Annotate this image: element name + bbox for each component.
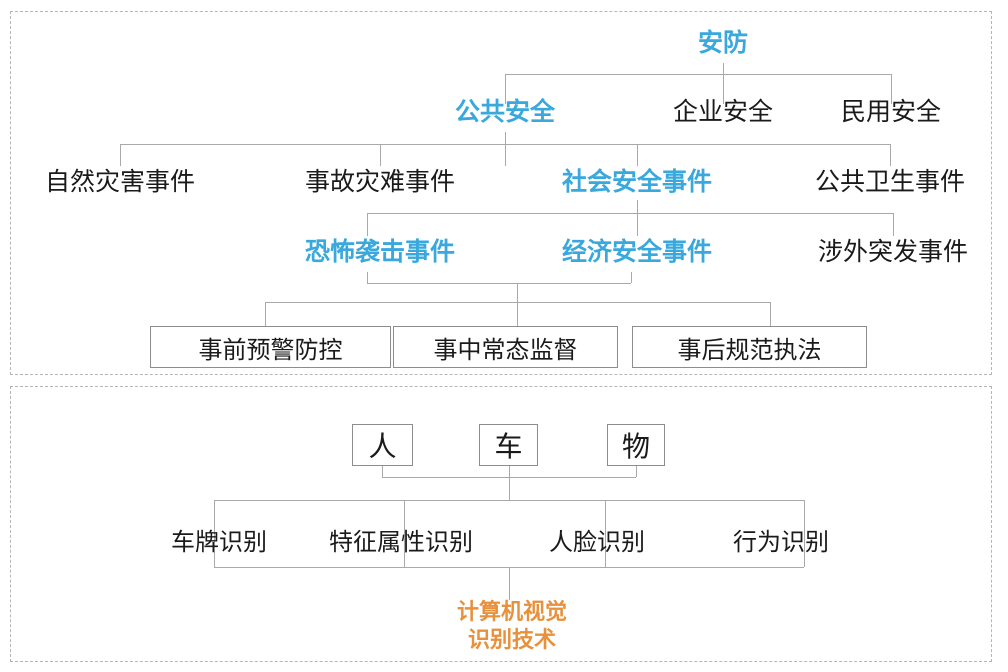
node-face-recognition[interactable]: 人脸识别	[549, 529, 645, 556]
connector-level4-bottom-bar	[367, 283, 631, 284]
box-label: 事前预警防控	[198, 336, 343, 364]
box-label: 物	[621, 431, 650, 462]
connector-level3-drop-2	[380, 144, 381, 166]
connector-level3-drop-3	[637, 144, 638, 166]
connector-level5-stem	[517, 283, 518, 326]
node-economic-security-event[interactable]: 经济安全事件	[561, 238, 713, 266]
node-natural-disaster-event[interactable]: 自然灾害事件	[44, 168, 196, 196]
connector-level3-bar	[120, 144, 890, 145]
box-pre-warning-control[interactable]: 事前预警防控	[150, 326, 391, 368]
connector-level2-bar	[505, 74, 891, 75]
connector-social-security-stem	[637, 200, 638, 236]
node-license-plate-recognition[interactable]: 车牌识别	[171, 529, 267, 556]
connector-level3-drop-1	[120, 144, 121, 166]
connector-public-security-stem	[505, 132, 506, 166]
connector-technology-stem	[509, 567, 510, 600]
connector-level5-drop-3	[770, 302, 771, 326]
connector-level4-drop-1	[367, 213, 368, 236]
connector-targets-stem	[509, 466, 510, 500]
technology-line-1: 计算机视觉	[456, 599, 568, 624]
node-enterprise-security[interactable]: 企业安全	[672, 98, 774, 126]
node-attribute-recognition[interactable]: 特征属性识别	[329, 529, 473, 556]
connector-capabilities-top-drop-3	[605, 500, 606, 567]
connector-level3-drop-4	[890, 144, 891, 166]
box-label: 车	[494, 431, 523, 462]
security-panel	[10, 11, 992, 375]
connector-level4-bottom-left	[367, 272, 368, 283]
connector-level4-bottom-right	[631, 272, 632, 283]
connector-level5-drop-1	[265, 302, 266, 326]
connector-root-stem	[723, 63, 724, 104]
technology-line-2: 识别技术	[467, 626, 557, 652]
connector-capabilities-top-drop-1	[214, 500, 215, 567]
node-public-health-event[interactable]: 公共卫生事件	[814, 168, 966, 196]
node-civil-security[interactable]: 民用安全	[840, 98, 942, 126]
connector-level2-drop-1	[505, 74, 506, 104]
box-label: 事中常态监督	[433, 336, 578, 364]
node-computer-vision-technology[interactable]: 计算机视觉 识别技术	[457, 598, 567, 653]
connector-capabilities-top-bar	[214, 500, 804, 501]
connector-level4-bar	[367, 213, 893, 214]
connector-target-object-drop	[636, 466, 637, 477]
node-accident-disaster-event[interactable]: 事故灾难事件	[304, 168, 456, 196]
box-target-person[interactable]: 人	[352, 424, 413, 466]
box-target-object[interactable]: 物	[607, 424, 665, 466]
node-public-security[interactable]: 公共安全	[454, 98, 556, 126]
node-behavior-recognition[interactable]: 行为识别	[733, 529, 829, 556]
connector-level4-drop-3	[893, 213, 894, 236]
vision-panel	[10, 386, 992, 662]
connector-target-person-drop	[382, 466, 383, 477]
box-during-routine-supervision[interactable]: 事中常态监督	[393, 326, 618, 368]
box-label: 人	[368, 431, 397, 462]
connector-level5-bar	[265, 302, 770, 303]
connector-level2-drop-3	[891, 74, 892, 104]
node-root-security[interactable]: 安防	[697, 29, 749, 57]
box-target-vehicle[interactable]: 车	[479, 424, 538, 466]
node-foreign-incident-event[interactable]: 涉外突发事件	[817, 238, 969, 266]
node-terror-attack-event[interactable]: 恐怖袭击事件	[304, 238, 456, 266]
connector-capabilities-top-drop-2	[404, 500, 405, 567]
box-label: 事后规范执法	[677, 336, 822, 364]
box-post-standard-enforcement[interactable]: 事后规范执法	[632, 326, 867, 368]
node-social-security-event[interactable]: 社会安全事件	[561, 168, 713, 196]
connector-capabilities-top-drop-4	[804, 500, 805, 567]
